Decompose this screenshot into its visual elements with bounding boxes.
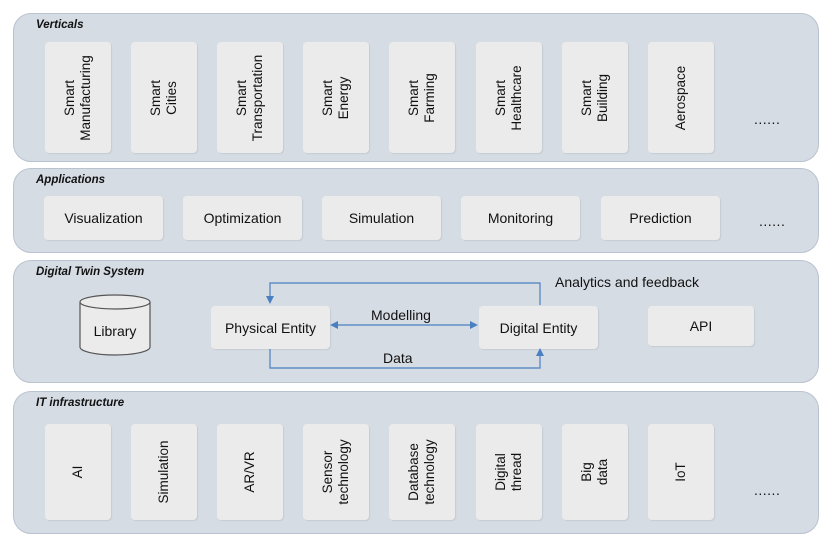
infrastructure-tile: Simulation [131, 424, 197, 520]
vertical-tile: Smart Farming [389, 42, 455, 153]
infrastructure-tile: Database technology [389, 424, 455, 520]
modelling-label: Modelling [371, 307, 431, 323]
infrastructure-tile: AR/VR [217, 424, 283, 520]
feedback-label: Analytics and feedback [555, 274, 699, 290]
application-tile: Optimization [183, 196, 302, 240]
data-label: Data [383, 350, 413, 366]
vertical-tile: Smart Building [562, 42, 628, 153]
infrastructure-tile: Sensor technology [303, 424, 369, 520]
vertical-tile: Aerospace [648, 42, 714, 153]
infrastructure-more: ...... [754, 482, 781, 498]
infrastructure-tile: AI [45, 424, 111, 520]
vertical-tile: Smart Cities [131, 42, 197, 153]
data-arrow [269, 349, 541, 369]
infrastructure-tile: Big data [562, 424, 628, 520]
infrastructure-tile: Digital thread [476, 424, 542, 520]
digital-twin-title: Digital Twin System [36, 266, 145, 278]
it-infrastructure-panel: IT infrastructure AI Simulation AR/VR Se… [13, 391, 819, 534]
verticals-panel: Verticals Smart Manufacturing Smart Citi… [13, 13, 819, 162]
infrastructure-tile: IoT [648, 424, 714, 520]
application-tile: Visualization [44, 196, 163, 240]
vertical-tile: Smart Transportation [217, 42, 283, 153]
verticals-more: ...... [754, 111, 781, 127]
application-tile: Simulation [322, 196, 441, 240]
applications-panel: Applications Visualization Optimization … [13, 168, 819, 253]
api-box: API [648, 306, 754, 346]
feedback-arrow [269, 282, 541, 305]
physical-entity-box: Physical Entity [211, 306, 330, 349]
application-tile: Monitoring [461, 196, 580, 240]
applications-more: ...... [759, 213, 786, 229]
verticals-title: Verticals [36, 19, 84, 31]
digital-twin-panel: Digital Twin System Library Physical Ent… [13, 260, 819, 383]
vertical-tile: Smart Manufacturing [45, 42, 111, 153]
library-label: Library [93, 323, 137, 339]
library-cylinder-icon [79, 294, 151, 356]
vertical-tile: Smart Energy [303, 42, 369, 153]
digital-entity-box: Digital Entity [479, 306, 598, 349]
it-infrastructure-title: IT infrastructure [36, 397, 125, 409]
vertical-tile: Smart Healthcare [476, 42, 542, 153]
application-tile: Prediction [601, 196, 720, 240]
applications-title: Applications [36, 174, 106, 186]
